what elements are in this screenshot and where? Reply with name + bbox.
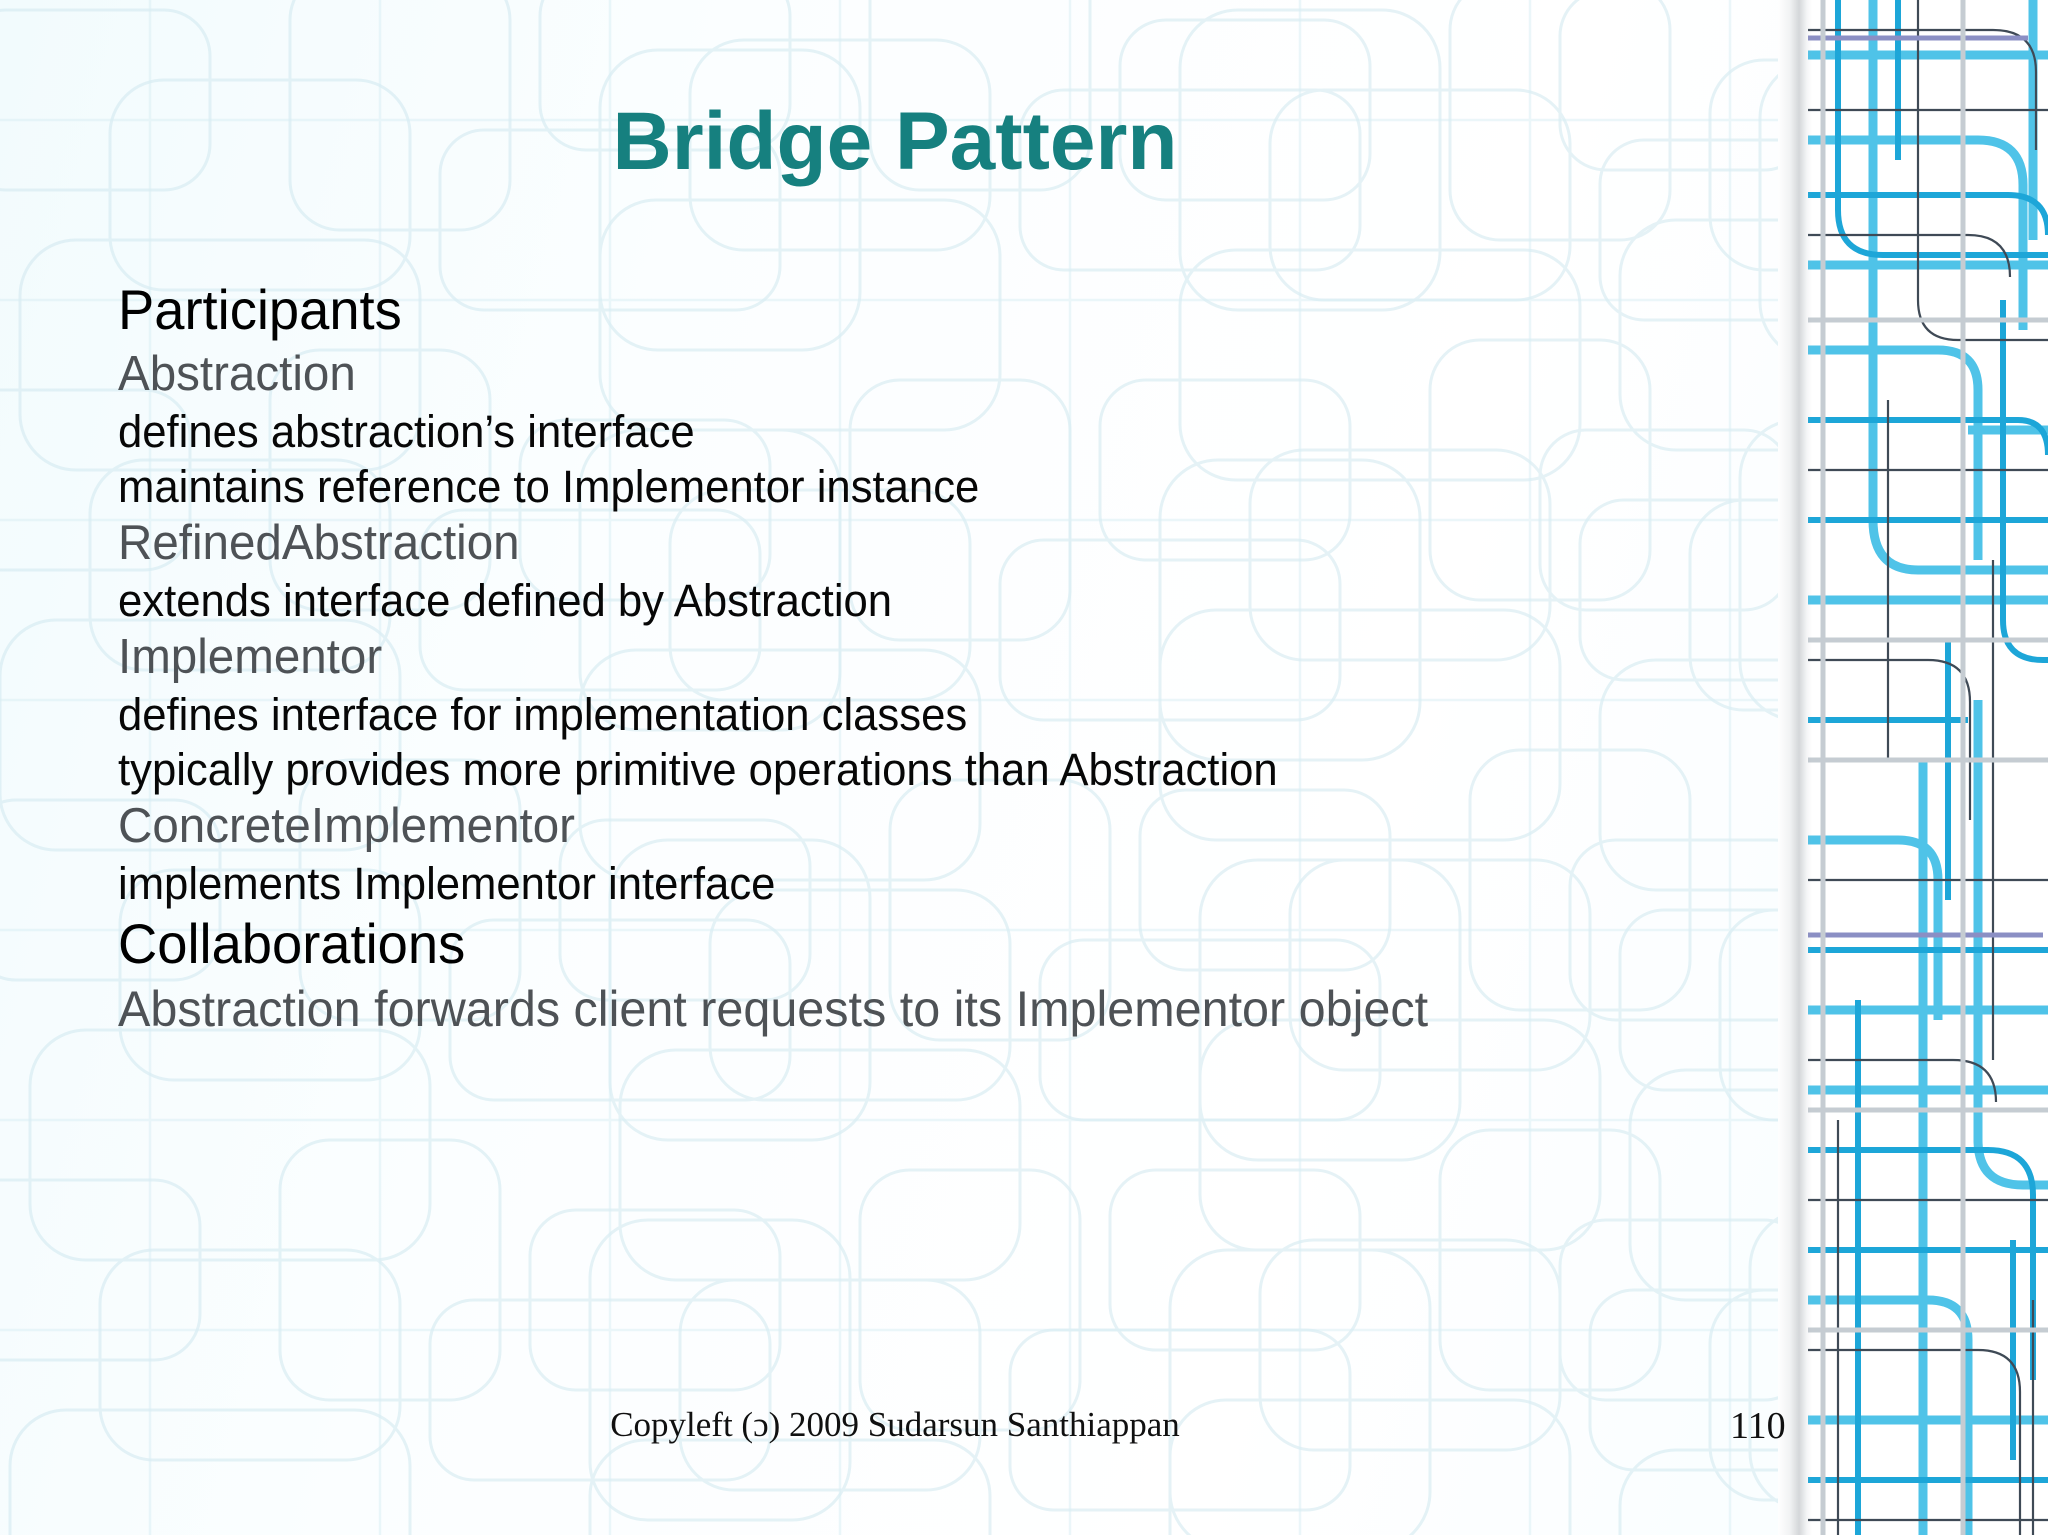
bullet-abstraction: Abstraction (118, 347, 356, 401)
bullet-implementor: Implementor (118, 630, 383, 684)
strip-fold-shadow (1778, 0, 1812, 1535)
slide-title: Bridge Pattern (612, 96, 1178, 187)
bullet-maintains-reference: maintains reference to Implementor insta… (118, 461, 980, 512)
bullet-participants: Participants (118, 278, 402, 341)
bullet-extends-interface: extends interface defined by Abstraction (118, 575, 893, 626)
footer-copyright: Copyleft (ɔ) 2009 Sudarsun Santhiappan (610, 1405, 1180, 1444)
page-number: 110 (1730, 1405, 1786, 1447)
slide-body: Participants Abstraction defines abstrac… (118, 282, 1758, 1044)
right-circuit-svg (1778, 0, 2048, 1535)
bullet-refinedabstraction: RefinedAbstraction (118, 516, 520, 570)
right-edge-circuit-decoration (1778, 0, 2048, 1535)
bullet-defines-interface: defines interface for implementation cla… (118, 689, 968, 740)
bullet-implements-implementor: implements Implementor interface (118, 858, 776, 909)
bullet-typically-provides: typically provides more primitive operat… (118, 744, 1278, 795)
bullet-collaborations: Collaborations (118, 912, 466, 975)
bullet-abstraction-forwards: Abstraction forwards client requests to … (118, 981, 1429, 1037)
bullet-concreteimplementor: ConcreteImplementor (118, 799, 576, 853)
bullet-defines-abstraction-interface: defines abstraction’s interface (118, 406, 695, 457)
